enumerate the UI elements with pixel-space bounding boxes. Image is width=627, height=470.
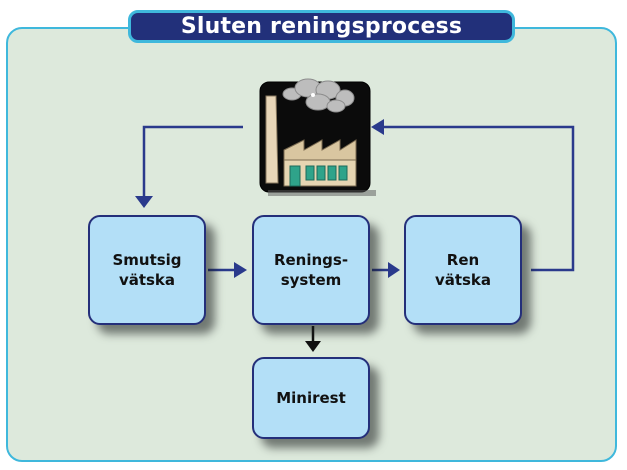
arrow-ren-to-factory <box>382 125 575 272</box>
node-label: Renings- system <box>273 251 349 289</box>
node-label: Smutsig vätska <box>112 251 182 289</box>
connectors <box>142 125 575 272</box>
node-label: Ren vätska <box>434 251 492 289</box>
arrow-renings-to-minirest <box>305 326 321 352</box>
arrowhead-right-renings <box>234 262 247 278</box>
arrowhead-left-factory <box>371 119 384 135</box>
node-ren-vatska: Ren vätska <box>404 215 522 325</box>
arrowhead-down-smutsig <box>135 196 153 208</box>
node-minirest: Minirest <box>252 357 370 439</box>
node-label: Minirest <box>276 389 346 407</box>
node-reningssystem: Renings- system <box>252 215 370 325</box>
node-smutsig-vatska: Smutsig vätska <box>88 215 206 325</box>
factory-icon <box>259 78 376 196</box>
arrowheads <box>135 119 400 278</box>
diagram-title: Sluten reningsprocess <box>128 10 515 43</box>
arrowhead-right-ren <box>388 262 400 278</box>
arrow-factory-to-smutsig <box>142 125 243 197</box>
